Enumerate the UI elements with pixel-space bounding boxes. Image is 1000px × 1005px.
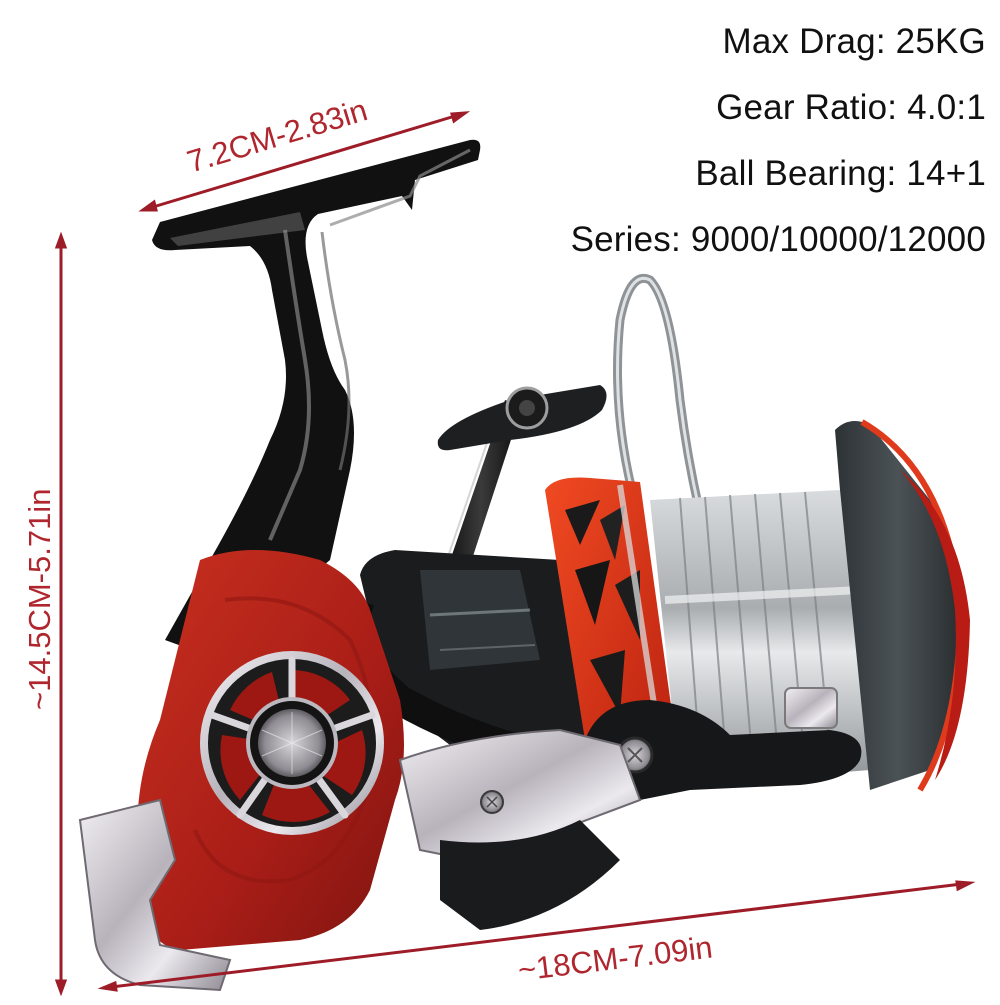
reel-foot (152, 139, 481, 660)
dimension-lines (54, 111, 976, 997)
height-dimension-label: ~14.5CM-5.71in (22, 488, 57, 710)
spec-ball-bearing: Ball Bearing: 14+1 (695, 154, 986, 193)
gear-cover-medallion (200, 651, 384, 835)
spec-gear-ratio: Gear Ratio: 4.0:1 (716, 88, 986, 127)
crank-handle (437, 385, 607, 596)
width-dimension-line (142, 111, 466, 212)
spool-flange (835, 419, 970, 792)
spec-series: Series: 9000/10000/12000 (570, 220, 986, 259)
spec-max-drag: Max Drag: 25KG (722, 22, 986, 61)
rotor-housing (340, 550, 620, 775)
length-dimension-line (102, 881, 971, 990)
chrome-guard (78, 728, 642, 992)
